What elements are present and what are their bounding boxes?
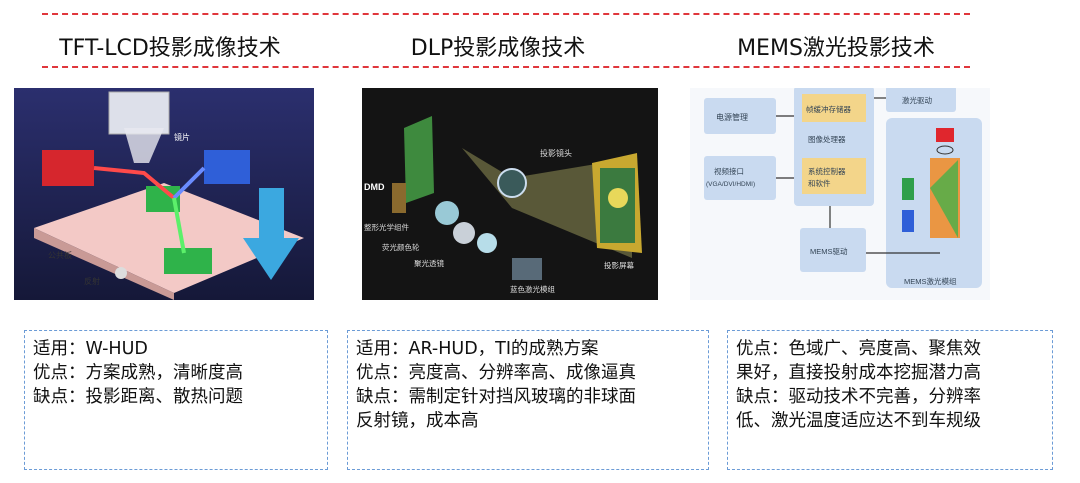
label-power-mgmt: 电源管理 [716, 112, 748, 122]
mems-line-4: 低、激光温度适应达不到车规级 [736, 411, 981, 431]
mems-line-3: 缺点：驱动技术不完善，分辨率 [736, 387, 981, 407]
mems-line-1: 优点：色域广、亮度高、聚焦效 [736, 339, 981, 359]
mems-line-2: 果好，直接投射成本挖掘潜力高 [736, 363, 981, 383]
dlp-line-3: 缺点：需制定针对挡风玻璃的非球面 [356, 387, 636, 407]
label-reflect: 反射 [84, 276, 100, 286]
label-video-ports: (VGA/DVI/HDMI) [706, 181, 755, 188]
dlp-line-4: 反射镜，成本高 [356, 411, 479, 431]
label-system-controller: 系统控制器 [808, 166, 846, 176]
label-condenser-lens: 聚光透镜 [414, 258, 444, 268]
tft-lcd-title: TFT-LCD投影成像技术 [59, 36, 281, 61]
tft-lcd-line-2: 优点：方案成熟，清晰度高 [33, 363, 243, 383]
label-projection-lens: 投影镜头 [540, 148, 572, 158]
label-common-board: 公共板 [48, 250, 72, 260]
dlp-info-box: 适用：AR-HUD，TI的成熟方案 优点：亮度高、分辨率高、成像逼真 缺点：需制… [347, 330, 709, 470]
label-blue-laser: 蓝色激光模组 [510, 284, 555, 294]
label-dmd: DMD [364, 182, 385, 192]
label-shaping-optics: 整形光学组件 [364, 222, 409, 232]
tft-lcd-info-box: 适用：W-HUD 优点：方案成熟，清晰度高 缺点：投影距离、散热问题 [24, 330, 328, 470]
label-lens: 镜片 [174, 132, 190, 142]
label-frame-buffer: 帧缓冲存储器 [806, 104, 851, 114]
label-phosphor-wheel: 荧光颜色轮 [382, 242, 420, 252]
dlp-title: DLP投影成像技术 [410, 36, 586, 61]
dlp-line-1: 适用：AR-HUD，TI的成熟方案 [356, 339, 599, 359]
label-video-interface: 视频接口 [714, 166, 744, 176]
label-projection-screen: 投影屏幕 [604, 260, 634, 270]
label-mems-driver: MEMS驱动 [810, 246, 848, 256]
title-dashed-rule [42, 66, 970, 68]
label-image-processor: 图像处理器 [808, 134, 846, 144]
tft-lcd-diagram: 公共板 反射 镜片 [14, 88, 314, 300]
label-laser-driver: 激光驱动 [902, 95, 932, 105]
label-software: 和软件 [808, 178, 831, 188]
mems-title: MEMS激光投影技术 [737, 36, 935, 61]
tft-lcd-line-1: 适用：W-HUD [33, 339, 148, 359]
top-dashed-rule [42, 13, 970, 15]
mems-diagram: 电源管理 帧缓冲存储器 图像处理器 视频接口 (VGA/DVI/HDMI) 系统… [690, 88, 990, 300]
dlp-diagram: DMD 投影镜头 整形光学组件 荧光颜色轮 聚光透镜 蓝色激光模组 投影屏幕 [362, 88, 658, 300]
tft-lcd-line-3: 缺点：投影距离、散热问题 [33, 387, 243, 407]
label-mems-laser-module: MEMS激光模组 [904, 276, 957, 286]
dlp-line-2: 优点：亮度高、分辨率高、成像逼真 [356, 363, 636, 383]
mems-info-box: 优点：色域广、亮度高、聚焦效 果好，直接投射成本挖掘潜力高 缺点：驱动技术不完善… [727, 330, 1053, 470]
